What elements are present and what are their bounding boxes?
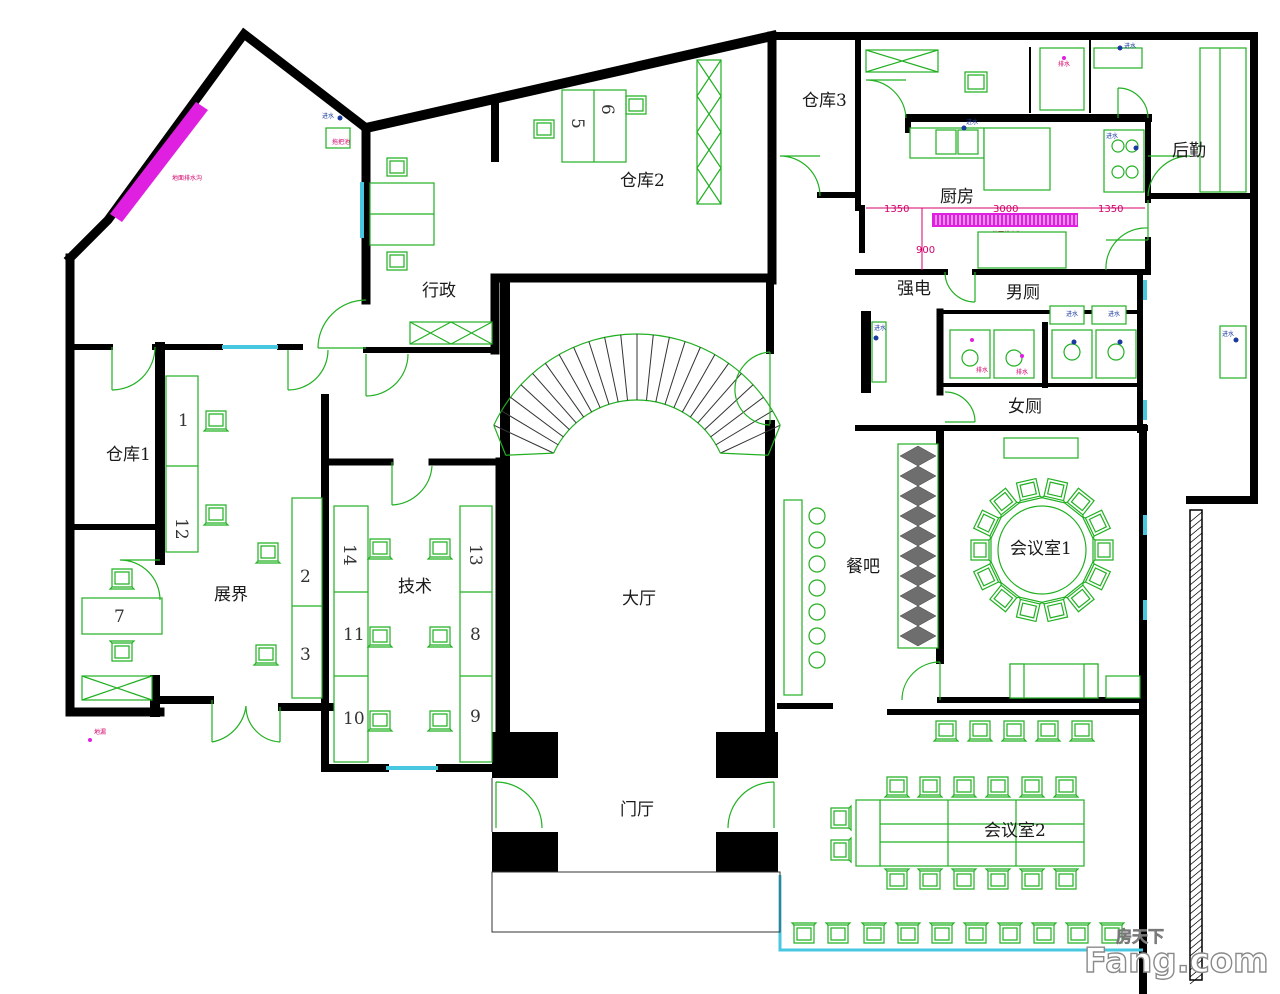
doors — [111, 79, 1191, 829]
svg-text:地漏: 地漏 — [94, 728, 106, 736]
label-mens-wc: 男厕 — [1006, 283, 1040, 303]
desk-7: 7 — [114, 607, 125, 627]
svg-text:地面排水沟: 地面排水沟 — [172, 174, 202, 182]
walls — [63, 27, 1258, 994]
label-warehouse1: 仓库1 — [106, 445, 151, 465]
svg-text:拖把池: 拖把池 — [332, 138, 350, 146]
svg-text:排水: 排水 — [976, 366, 988, 374]
svg-text:进水: 进水 — [966, 118, 978, 126]
desk-6: 6 — [597, 104, 617, 115]
desk-9: 9 — [470, 707, 481, 727]
entrance-frame — [491, 778, 781, 933]
svg-text:排水: 排水 — [1016, 368, 1028, 376]
label-kitchen: 厨房 — [940, 187, 974, 207]
kitchen-dimensions: 1350 3000 1350 900 — [866, 204, 1145, 270]
label-womens-wc: 女厕 — [1008, 397, 1042, 417]
label-electric: 强电 — [897, 279, 931, 299]
svg-text:3000: 3000 — [993, 204, 1018, 215]
external-hatch — [1189, 509, 1203, 985]
svg-text:进水: 进水 — [874, 324, 886, 332]
svg-text:1350: 1350 — [884, 204, 909, 215]
svg-text:排水: 排水 — [1058, 60, 1070, 68]
plumbing-annotations: 进水 地漏 进水 进水 排水 进水 进水 排水 排水 进水 进水 进水 — [88, 42, 1239, 742]
desk-12: 12 — [171, 518, 191, 540]
desk-3: 3 — [300, 645, 311, 665]
label-admin: 行政 — [422, 281, 456, 301]
svg-text:进水: 进水 — [1222, 330, 1234, 338]
desk-2: 2 — [300, 567, 311, 587]
label-warehouse2: 仓库2 — [620, 171, 665, 191]
windows — [222, 182, 1147, 770]
label-hall: 大厅 — [622, 589, 656, 609]
svg-text:进水: 进水 — [322, 112, 334, 120]
desk-10: 10 — [343, 709, 365, 729]
svg-text:进水: 进水 — [1124, 42, 1136, 50]
label-warehouse3: 仓库3 — [802, 91, 847, 111]
desk-numbers: 1 12 2 3 7 5 6 14 11 10 13 8 9 — [114, 104, 617, 729]
svg-text:进水: 进水 — [1108, 310, 1120, 318]
watermark: 房天下 Fang.com — [1083, 927, 1269, 982]
label-logistics: 后勤 — [1172, 141, 1206, 161]
label-foyer: 门厅 — [620, 800, 654, 820]
furniture: 拖把池 — [81, 47, 1247, 944]
pillars — [492, 732, 778, 872]
desk-1: 1 — [178, 411, 189, 431]
watermark-small: 房天下 — [1116, 927, 1164, 946]
drain-trench-left: 地面排水沟 — [110, 102, 208, 222]
desk-8: 8 — [470, 625, 481, 645]
label-tech: 技术 — [398, 577, 432, 597]
staircase — [493, 333, 781, 456]
svg-text:900: 900 — [916, 245, 935, 256]
label-dining-bar: 餐吧 — [846, 557, 880, 577]
label-meeting2: 会议室2 — [984, 821, 1046, 841]
room-labels: 仓库1 仓库2 仓库3 行政 展界 技术 大厅 门厅 厨房 后勤 强电 男厕 女… — [106, 91, 1206, 841]
watermark-large: Fang.com — [1084, 941, 1269, 981]
svg-text:进水: 进水 — [1066, 310, 1078, 318]
svg-text:1350: 1350 — [1098, 204, 1123, 215]
desk-13: 13 — [465, 544, 485, 566]
label-exhibition: 展界 — [214, 585, 248, 605]
desk-14: 14 — [339, 544, 359, 566]
desk-11: 11 — [343, 625, 365, 645]
desk-5: 5 — [567, 118, 587, 129]
svg-text:进水: 进水 — [1106, 132, 1118, 140]
label-meeting1: 会议室1 — [1010, 539, 1072, 559]
